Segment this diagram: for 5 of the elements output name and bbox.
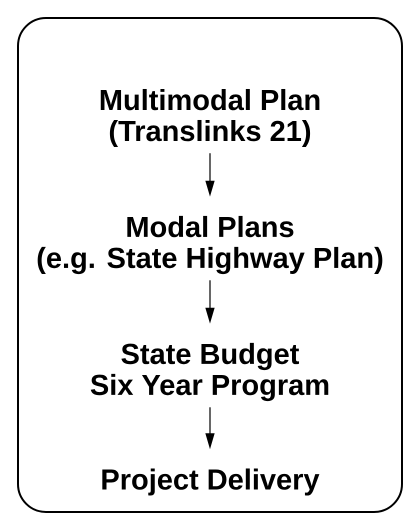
- step-label: State Budget Six Year Program: [90, 342, 328, 402]
- frame-box: [17, 17, 403, 513]
- step-label: Project Delivery: [102, 468, 320, 496]
- step-label: Modal Plans (e.g. State Highway Plan): [38, 216, 382, 274]
- step-label: Multimodal Plan (Translinks 21): [100, 88, 320, 148]
